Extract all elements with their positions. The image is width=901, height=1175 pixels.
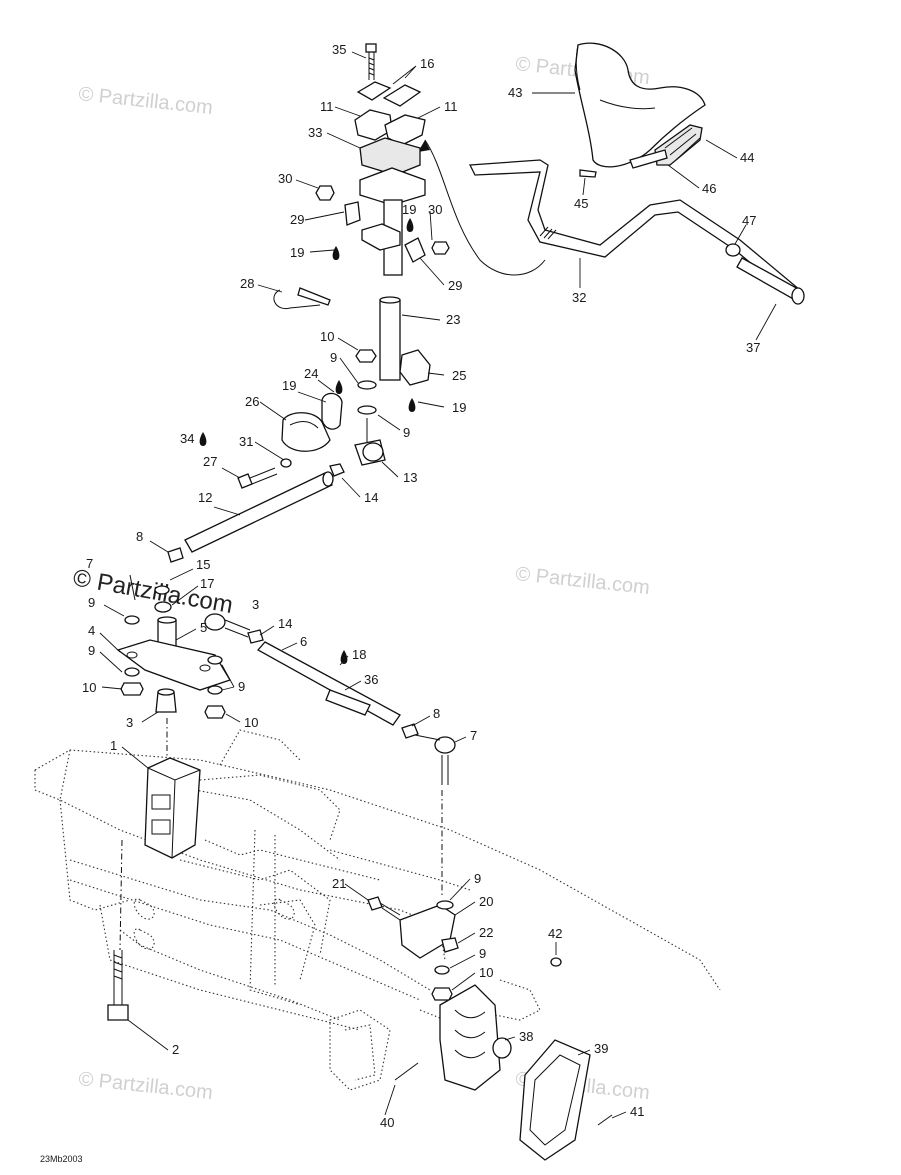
callout-number: 28 <box>240 276 254 291</box>
callout-number: 12 <box>198 490 212 505</box>
callout-number: 2 <box>172 1042 179 1057</box>
callout-number: 41 <box>630 1104 644 1119</box>
callout-number: 18 <box>352 647 366 662</box>
callout-number: 10 <box>320 329 334 344</box>
callout-number: 40 <box>380 1115 394 1130</box>
callout-number: 3 <box>252 597 259 612</box>
callout-number: 9 <box>474 871 481 886</box>
callout-number: 22 <box>479 925 493 940</box>
callout-number: 8 <box>433 706 440 721</box>
watermark: © Partzilla.com <box>514 563 650 599</box>
watermark: © Partzilla.com <box>77 83 213 119</box>
watermark-dark: © Partzilla.com <box>71 564 235 619</box>
callout-number: 10 <box>82 680 96 695</box>
callout-number: 15 <box>196 557 210 572</box>
lubricant-drop-icon <box>199 432 207 446</box>
callout-number: 9 <box>330 350 337 365</box>
callout-number: 31 <box>239 434 253 449</box>
callout-numbers: 35 16 11 11 33 30 29 19 19 30 29 28 23 1… <box>82 42 760 1130</box>
callout-number: 39 <box>594 1041 608 1056</box>
handlebar-assembly <box>418 42 805 305</box>
callout-number: 9 <box>88 643 95 658</box>
callout-number: 34 <box>180 431 194 446</box>
callout-number: 19 <box>282 378 296 393</box>
callout-number: 10 <box>479 965 493 980</box>
callout-number: 30 <box>278 171 292 186</box>
callout-number: 23 <box>446 312 460 327</box>
steering-column <box>167 43 450 563</box>
callout-number: 6 <box>300 634 307 649</box>
callout-number: 7 <box>470 728 477 743</box>
callout-number: 4 <box>88 623 95 638</box>
callout-number: 9 <box>479 946 486 961</box>
callout-number: 35 <box>332 42 346 57</box>
callout-number: 32 <box>572 290 586 305</box>
lubricant-drop-icon <box>335 380 343 394</box>
callout-number: 8 <box>136 529 143 544</box>
callout-number: 16 <box>420 56 434 71</box>
drawing-code: 23Mb2003 <box>40 1154 83 1164</box>
callout-number: 29 <box>290 212 304 227</box>
pitman-arm-assembly <box>116 574 456 785</box>
callout-number: 11 <box>444 99 458 114</box>
callout-number: 13 <box>403 470 417 485</box>
callout-number: 27 <box>203 454 217 469</box>
chassis-frame <box>34 729 721 1091</box>
lower-assembly <box>107 718 613 1161</box>
callout-number: 20 <box>479 894 493 909</box>
callout-number: 5 <box>200 620 207 635</box>
callout-number: 47 <box>742 213 756 228</box>
callout-number: 9 <box>238 679 245 694</box>
callout-number: 26 <box>245 394 259 409</box>
callout-number: 3 <box>126 715 133 730</box>
watermarks: © Partzilla.com © Partzilla.com © Partzi… <box>71 53 651 1104</box>
watermark: © Partzilla.com <box>77 1068 213 1104</box>
callout-number: 24 <box>304 366 318 381</box>
callout-number: 38 <box>519 1029 533 1044</box>
callout-number: 10 <box>244 715 258 730</box>
lubricant-drop-icon <box>408 398 416 412</box>
callout-number: 19 <box>290 245 304 260</box>
callout-number: 25 <box>452 368 466 383</box>
callout-number: 42 <box>548 926 562 941</box>
callout-number: 43 <box>508 85 522 100</box>
callout-number: 36 <box>364 672 378 687</box>
callout-number: 17 <box>200 576 214 591</box>
callout-number: 37 <box>746 340 760 355</box>
callout-number: 45 <box>574 196 588 211</box>
callout-number: 33 <box>308 125 322 140</box>
callout-number: 19 <box>452 400 466 415</box>
lubricant-drop-icon <box>406 218 414 232</box>
callout-number: 1 <box>110 738 117 753</box>
lubricant-drop-icon <box>340 650 348 664</box>
callout-number: 19 <box>402 202 416 217</box>
leader-lines <box>99 51 777 1119</box>
callout-number: 30 <box>428 202 442 217</box>
callout-number: 44 <box>740 150 754 165</box>
lubricant-drops <box>199 218 416 664</box>
callout-number: 21 <box>332 876 346 891</box>
callout-number: 9 <box>88 595 95 610</box>
callout-number: 7 <box>86 556 93 571</box>
callout-number: 14 <box>278 616 292 631</box>
callout-number: 11 <box>320 99 334 114</box>
callout-number: 29 <box>448 278 462 293</box>
callout-number: 9 <box>403 425 410 440</box>
callout-number: 46 <box>702 181 716 196</box>
lubricant-drop-icon <box>332 246 340 260</box>
callout-number: 14 <box>364 490 378 505</box>
